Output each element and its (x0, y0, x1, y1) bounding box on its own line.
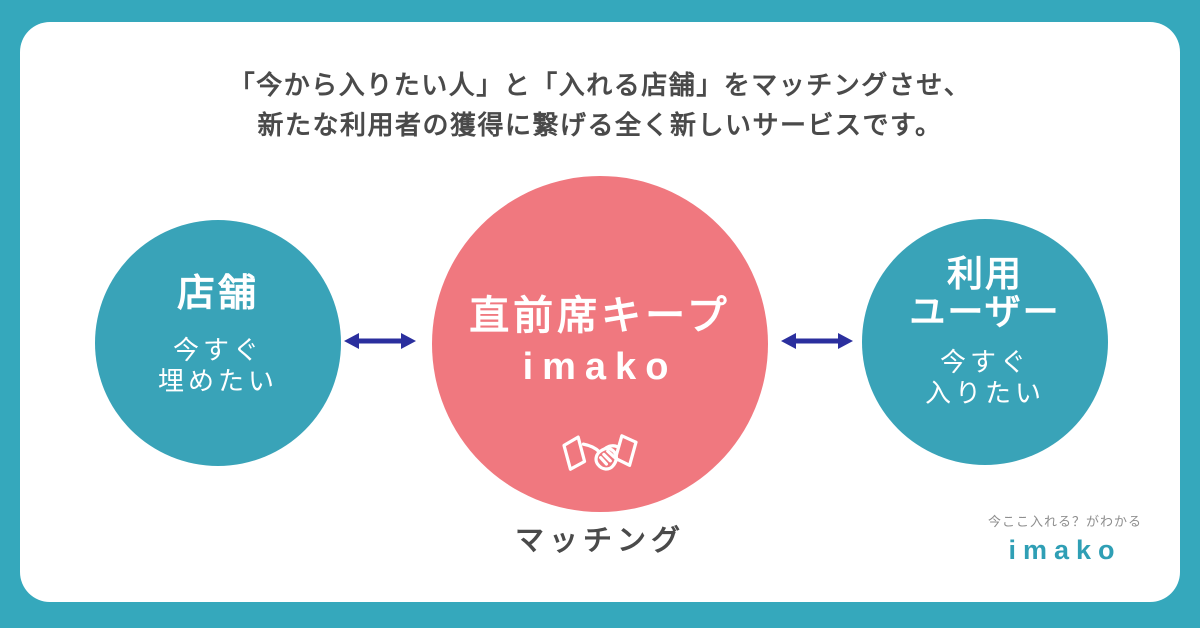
user-subtitle-line1: 今すぐ (939, 347, 1030, 377)
imako-circle: 直前席キープ imako (432, 176, 768, 512)
user-title-line1: 利用 (946, 253, 1023, 294)
imako-logo: 今ここ入れる？がわかる imako (980, 511, 1150, 567)
shop-circle-subtitle: 今すぐ 埋めたい (95, 335, 341, 397)
matching-caption: マッチング (514, 525, 685, 557)
service-diagram-card: 「今から入りたい人」と「入れる店舗」をマッチングさせ、 新たな利用者の獲得に繋げ… (20, 22, 1180, 602)
user-title-line2: ユーザー (909, 291, 1061, 332)
logo-name: imako (1008, 535, 1122, 565)
headline-line2: 新たな利用者の獲得に繋げる全く新しいサービスです。 (257, 110, 943, 140)
shop-subtitle-line2: 埋めたい (157, 366, 278, 396)
user-circle-title: 利用 ユーザー (862, 255, 1108, 331)
double-arrow-left-icon (343, 329, 417, 353)
user-subtitle-line2: 入りたい (924, 378, 1045, 408)
double-arrow-right-icon (780, 329, 854, 353)
logo-tagline: 今ここ入れる？がわかる (987, 514, 1142, 529)
headline-line1: 「今から入りたい人」と「入れる店舗」をマッチングさせ、 (228, 70, 972, 100)
shop-circle: 店舗 今すぐ 埋めたい (95, 220, 341, 466)
shop-circle-title: 店舗 (176, 273, 259, 315)
user-circle-subtitle: 今すぐ 入りたい (862, 347, 1108, 409)
imako-circle-title: 直前席キープ (469, 294, 731, 338)
imako-circle-name: imako (522, 346, 678, 388)
shop-subtitle-line1: 今すぐ (172, 335, 263, 365)
headline: 「今から入りたい人」と「入れる店舗」をマッチングさせ、 新たな利用者の獲得に繋げ… (20, 65, 1180, 145)
user-circle: 利用 ユーザー 今すぐ 入りたい (862, 219, 1108, 465)
handshake-icon (432, 430, 768, 489)
